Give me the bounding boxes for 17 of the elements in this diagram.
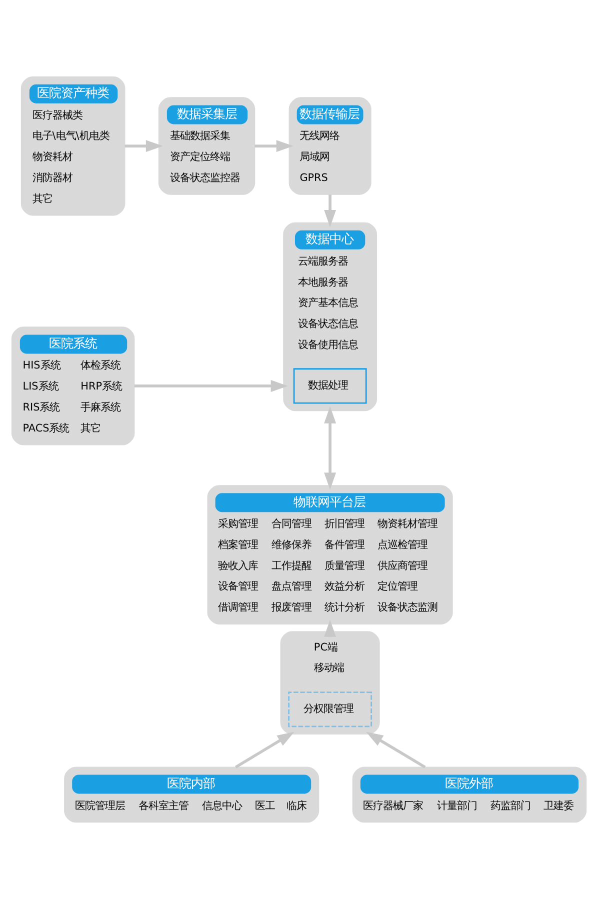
- arrow: [324, 406, 336, 490]
- node-box: 医院系统 HIS系统 体检系统 LIS系统 HRP系统 RIS系统 手麻系统 PACS系统 其它: [11, 326, 135, 446]
- node-box: 医院内部 医院管理层 各科室主管 信息中心 医工 临床: [64, 766, 320, 823]
- arrow: [234, 732, 294, 768]
- arrow: [366, 732, 426, 768]
- arrow: [254, 140, 294, 152]
- node-box: 数据传输层 无线网络 局域网 GPRS: [288, 97, 372, 195]
- node-box: 医院资产种类 医疗器械类 电子\电气\机电类 物资耗材 消防器材 其它: [20, 76, 126, 216]
- node-box: 数据采集层 基础数据采集 资产定位终端 设备状态监控器: [158, 97, 256, 195]
- arrow: [124, 140, 164, 152]
- node-box: 物联网平台层 采购管理 合同管理 折旧管理 物资耗材管理 档案管理 维修保养 备件管理 点巡检管理 验收入库 工作提醒 质量管理 供应商管理 设备管理 盘点管理 效益分析 定位管理 借调管理 报废管理 统计分析 设备状态监测: [207, 485, 453, 624]
- arrow: [134, 380, 288, 392]
- arrow: [324, 620, 336, 637]
- arrow: [324, 194, 336, 228]
- node-box: 分权限管理: [288, 692, 372, 728]
- node-box: 医院外部 医疗器械厂家 计量部门 药监部门 卫建委: [352, 766, 587, 823]
- node-box: 数据处理: [293, 368, 367, 404]
